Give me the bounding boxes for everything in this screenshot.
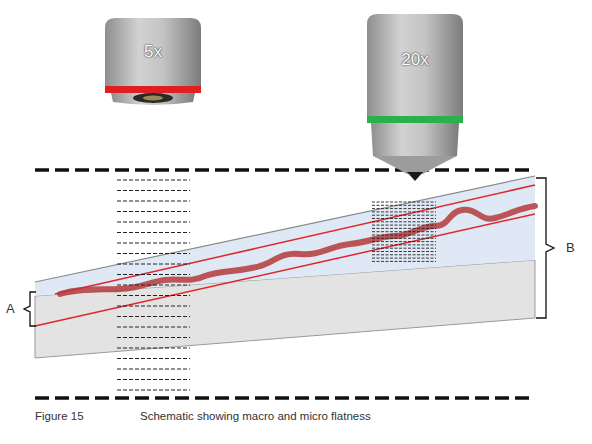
dash-stroke xyxy=(372,211,436,212)
figure-number: Figure 15 xyxy=(35,410,84,422)
magnification-label: 20x xyxy=(367,50,463,70)
bracket-a xyxy=(24,292,36,326)
dash-stroke xyxy=(117,327,190,328)
dash-stroke xyxy=(117,369,190,370)
dash-stroke xyxy=(372,248,436,249)
surface-profile xyxy=(60,206,535,294)
dash-stroke xyxy=(117,306,190,307)
objective-shape xyxy=(105,18,201,106)
dash-stroke xyxy=(372,215,436,216)
dash-stroke xyxy=(372,205,436,206)
objective-lens: 5x xyxy=(105,18,201,106)
dash-stroke xyxy=(117,358,190,359)
dimension-label: A xyxy=(6,301,15,316)
flatness-zone xyxy=(35,176,535,296)
dash-stroke xyxy=(372,221,436,222)
dash-stroke xyxy=(117,201,190,202)
dash-stroke xyxy=(372,231,436,232)
dash-stroke xyxy=(372,235,436,236)
dash-stroke xyxy=(117,379,190,380)
dash-stroke xyxy=(372,218,436,219)
dash-stroke xyxy=(372,225,436,226)
focus-limit xyxy=(35,168,535,172)
dash-stroke xyxy=(117,180,190,181)
depth-of-field-5x xyxy=(117,180,190,390)
dash-stroke xyxy=(117,232,190,233)
dash-stroke xyxy=(117,316,190,317)
bracket-b xyxy=(536,178,554,318)
dash-stroke xyxy=(117,348,190,349)
dash-stroke xyxy=(117,295,190,296)
tolerance-line xyxy=(35,214,535,326)
dash-stroke xyxy=(372,241,436,242)
dash-stroke xyxy=(117,190,190,191)
figure-caption: Schematic showing macro and micro flatne… xyxy=(140,410,371,422)
dash-stroke xyxy=(117,264,190,265)
tolerance-line xyxy=(55,185,535,294)
dash-stroke xyxy=(372,261,436,262)
top-boundary xyxy=(35,176,535,282)
dash-stroke xyxy=(117,243,190,244)
dash-stroke xyxy=(372,254,436,255)
dash-stroke xyxy=(372,244,436,245)
dash-stroke xyxy=(372,202,436,203)
dash-stroke xyxy=(372,228,436,229)
dimension-label: B xyxy=(566,240,575,255)
dash-stroke xyxy=(372,258,436,259)
dash-stroke xyxy=(372,208,436,209)
dash-stroke xyxy=(117,337,190,338)
objective-shape xyxy=(367,14,463,184)
dash-stroke xyxy=(372,238,436,239)
depth-of-field-20x xyxy=(372,202,436,261)
dash-stroke xyxy=(117,390,190,391)
dash-stroke xyxy=(117,211,190,212)
focus-limit xyxy=(35,396,535,400)
dash-stroke xyxy=(117,285,190,286)
dash-stroke xyxy=(117,274,190,275)
dash-stroke xyxy=(372,251,436,252)
magnification-label: 5x xyxy=(105,42,201,62)
dash-stroke xyxy=(117,222,190,223)
dash-stroke xyxy=(117,253,190,254)
objective-lens: 20x xyxy=(367,14,463,184)
